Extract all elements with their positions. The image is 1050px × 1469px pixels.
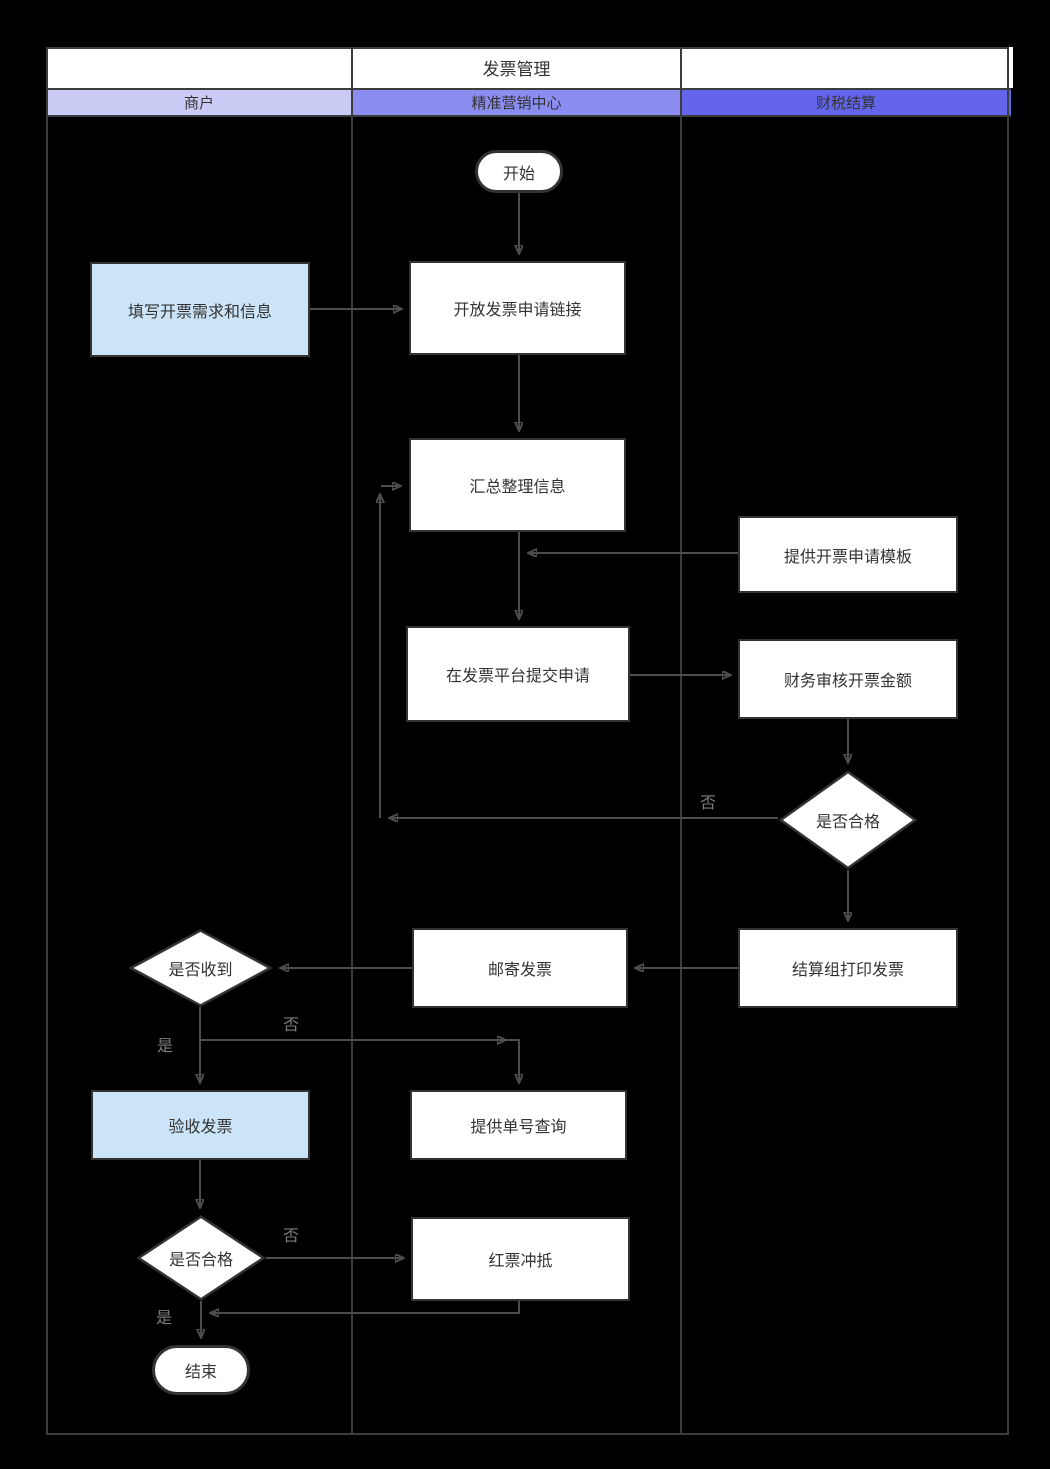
diamond-shape	[128, 929, 273, 1007]
process-node-red-invoice-offset: 红票冲抵	[411, 1217, 630, 1301]
decision-node-received: 是否收到	[128, 929, 273, 1007]
node-label: 汇总整理信息	[469, 479, 566, 496]
title-row-background	[46, 47, 1013, 88]
node-label: 结束	[184, 1364, 217, 1381]
edge-label-yes-received: 是	[157, 1038, 174, 1055]
node-label: 是否合格	[815, 814, 880, 831]
node-label: 是否收到	[168, 962, 233, 979]
process-node-tracking-query: 提供单号查询	[410, 1090, 627, 1160]
edge-label-yes-qualified: 是	[156, 1310, 173, 1327]
node-label: 提供开票申请模板	[783, 548, 912, 566]
node-label: 提供单号查询	[470, 1119, 567, 1136]
process-node-finance-audit: 财务审核开票金额	[738, 639, 958, 719]
lane-label: 精准营销中心	[471, 95, 562, 112]
end-node: 结束	[152, 1345, 250, 1395]
process-node-fill-invoice-info: 填写开票需求和信息	[90, 262, 310, 357]
node-label: 是否合格	[168, 1252, 233, 1269]
diamond-shape	[136, 1215, 266, 1301]
lane-header-finance-tax: 财税结算	[681, 88, 1011, 117]
node-label: 开始	[502, 165, 535, 183]
lane-divider-2	[680, 47, 682, 1435]
edge-label-no-audit: 否	[700, 795, 717, 812]
lane-divider-1	[351, 47, 353, 1435]
node-label: 红票冲抵	[488, 1253, 553, 1270]
start-node: 开始	[475, 150, 563, 193]
process-node-mail-invoice: 邮寄发票	[412, 928, 628, 1008]
lane-label: 商户	[183, 95, 214, 112]
node-label: 财务审核开票金额	[783, 673, 912, 690]
lane-label: 财税结算	[815, 95, 876, 112]
node-label: 开放发票申请链接	[453, 302, 582, 319]
diamond-shape	[778, 770, 918, 870]
lane-header-divider	[46, 115, 1011, 117]
node-label: 在发票平台提交申请	[445, 668, 590, 685]
process-node-accept-invoice: 验收发票	[91, 1090, 310, 1160]
decision-node-qualified-audit: 是否合格	[778, 770, 918, 870]
process-node-summarize-info: 汇总整理信息	[409, 438, 626, 532]
process-node-open-invoice-link: 开放发票申请链接	[409, 261, 626, 355]
node-label: 填写开票需求和信息	[127, 303, 272, 321]
node-label: 验收发票	[168, 1119, 233, 1136]
node-label: 邮寄发票	[487, 962, 552, 979]
lane-header-marketing-center: 精准营销中心	[352, 88, 681, 117]
process-node-submit-application: 在发票平台提交申请	[406, 626, 630, 722]
process-node-provide-template: 提供开票申请模板	[738, 516, 958, 593]
table-outer-border	[46, 47, 1009, 1435]
node-label: 结算组打印发票	[791, 962, 904, 979]
process-node-print-invoice: 结算组打印发票	[738, 928, 958, 1008]
page-title: 发票管理	[482, 60, 551, 79]
title-row-divider	[46, 88, 1011, 90]
edge-label-no-qualified: 否	[283, 1228, 300, 1245]
edge-label-no-received: 否	[283, 1017, 300, 1034]
lane-header-merchant: 商户	[46, 88, 352, 117]
decision-node-qualified-invoice: 是否合格	[136, 1215, 266, 1301]
